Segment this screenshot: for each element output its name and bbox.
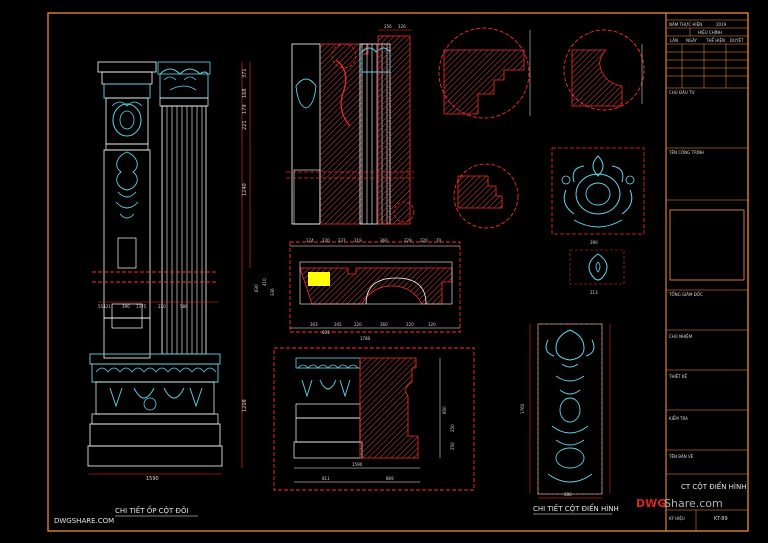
director-label: TỔNG GIÁM ĐỐC [668,292,703,297]
drawing-name-label: TÊN BẢN VẼ [668,454,694,459]
classic-pillar-caption: CHI TIẾT CỘT ĐIỂN HÌNH [533,503,619,513]
plan-section [289,241,461,333]
circle-detail-3 [453,163,519,229]
plan-section-dims: 174 220 237 219 360 229 220 70 303 345 2… [254,238,442,341]
dim-text: 601 [322,330,330,335]
watermark-left: DWGSHARE.COM [54,517,114,525]
dim-text: 256 [384,24,392,29]
dim-text: 55421 [98,304,111,309]
dim-text: 1780 [360,336,371,341]
dim-text: 950 [442,406,447,414]
top-middle-elevation [286,29,415,225]
dim-text: 410 [262,278,267,286]
dim-text: 174 [306,238,314,243]
designer-label: THIẾT KẾ [668,373,687,379]
sheet-label: KÝ HIỆU [669,516,685,521]
rev-col-0: LẦN [670,38,678,43]
dim-text: 811 [322,476,330,481]
check-label: KIỂM TRA [669,416,688,421]
dim-text: 220 [158,304,166,309]
dim-text: 1590 [146,476,159,482]
dim-text: 1760 [520,403,525,414]
project-label: TÊN CÔNG TRÌNH [668,150,704,155]
double-pillar-caption: CHI TIẾT ỐP CỘT ĐÔI [115,505,189,515]
dim-text: 1240 [242,183,248,196]
rev-col-3: DUYỆT [730,38,744,43]
dim-text: 221 [242,120,248,130]
dim-text: 220 [420,238,428,243]
double-pillar-drawing [87,61,251,475]
dim-text: 220 [406,322,414,327]
dim-text: 390 [590,240,598,245]
dim-text: 336 [270,288,275,296]
dim-text: 360 [380,322,388,327]
revision-label: HIỆU CHỈNH [698,30,722,35]
dim-text: 286 [564,492,572,497]
dim-text: 1375 [136,304,147,309]
dim-text: 220 [322,238,330,243]
dim-text: 869 [386,476,394,481]
dim-text: 168 [242,88,248,98]
rev-header-label: NĂM THỰC HIỆN [669,22,702,27]
drawing-name: CT CỘT ĐIỂN HÌNH [681,481,747,491]
classic-pillar-drawing: 286 1760 [520,323,611,499]
dim-text: 179 [242,104,248,114]
watermark-share: Share.com [664,497,723,510]
title-block: NĂM THỰC HIỆN 2019 HIỆU CHỈNH LẦN NGÀY T… [666,19,748,531]
left-side-dims: 371 168 179 221 1240 1208 1590 55421 390… [98,68,248,482]
chief-label: CHỦ NHIỆM [669,334,693,339]
dim-text: 371 [242,68,248,78]
watermark-dwg: DWG [636,497,666,510]
dim-text: 237 [338,238,346,243]
dim-text: 1590 [352,462,363,467]
dim-text: 213 [590,290,598,295]
dim-text: 250 [450,442,455,450]
dim-text: 630 [254,284,259,292]
base-detail-dims: 1590 811 869 950 250 250 [322,406,455,481]
yellow-marker [308,272,330,286]
watermark-right: DWG Share.com [636,497,723,510]
dim-text: 70 [436,238,442,243]
rev-col-1: NGÀY [686,38,698,43]
dim-text: 219 [354,238,362,243]
circle-detail-2 [563,29,645,111]
dim-text: 120 [428,322,436,327]
dim-text: 1208 [242,399,248,412]
top-middle-dims: 256 126 [384,24,406,29]
rev-col-2: THỂ HIỆN [705,38,725,43]
year-value: 2019 [716,22,727,27]
circle-detail-1 [438,27,531,119]
dim-text: 126 [398,24,406,29]
dim-text: 229 [404,238,412,243]
dim-text: 390 [122,304,130,309]
dim-text: 250 [450,424,455,432]
dim-text: 580 [180,304,188,309]
dim-text: 360 [380,238,388,243]
owner-label: CHỦ ĐẦU TƯ [669,90,695,95]
dim-text: 303 [310,322,318,327]
ornament-panel: 390 213 [551,147,645,295]
dim-text: 345 [334,322,342,327]
title-block-border [665,12,749,532]
dim-text: 220 [354,322,362,327]
sheet-number: KT-89 [714,516,728,522]
base-detail [273,347,475,491]
